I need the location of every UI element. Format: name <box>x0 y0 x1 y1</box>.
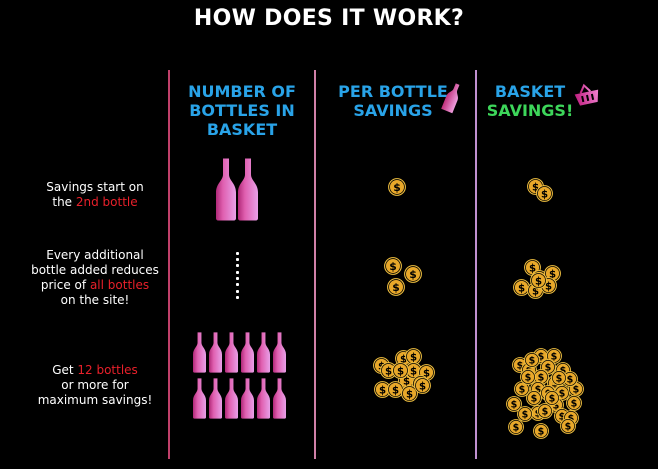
dollar-coin-icon <box>524 352 540 368</box>
row-label-line: the 2nd bottle <box>52 195 138 209</box>
bottle-icon <box>241 332 254 373</box>
column-divider-2 <box>314 70 316 459</box>
bottle-icon <box>257 332 270 373</box>
row-label-line: price of all bottles <box>40 278 150 292</box>
dollar-coin-icon <box>517 406 533 422</box>
dollar-coin-icon <box>530 272 547 289</box>
bottle-icon <box>193 378 206 419</box>
row-label-line: bottle added reduces <box>31 263 159 277</box>
ellipsis-dots <box>236 252 240 302</box>
dollar-coin-icon <box>414 377 431 394</box>
column-header-line: BOTTLES IN <box>189 101 295 120</box>
dollar-coin-icon <box>544 390 560 406</box>
column-header-bottles: NUMBER OF BOTTLES IN BASKET <box>170 82 314 139</box>
dollar-coin-icon <box>392 362 409 379</box>
bottle-icon <box>225 378 238 419</box>
column-header-line: SAVINGS! <box>486 101 574 120</box>
bottle-icon <box>225 332 238 373</box>
bottle-icon <box>273 332 286 373</box>
row-label-2: Every additional bottle added reduces pr… <box>10 248 180 308</box>
row-label-line: on the site! <box>60 293 130 307</box>
column-header-basket: BASKET SAVINGS! <box>480 82 580 120</box>
row-label-line: or more for <box>61 378 129 392</box>
row-label-3: Get 12 bottles or more for maximum savin… <box>10 363 180 408</box>
column-header-line: PER BOTTLE <box>338 82 448 101</box>
row-label-line: Savings start on <box>46 180 144 194</box>
bottle-icon <box>257 378 270 419</box>
dollar-coin-icon <box>551 370 567 386</box>
column-header-per-bottle: PER BOTTLE SAVINGS <box>330 82 456 120</box>
bottle-icon <box>193 332 206 373</box>
page-title: HOW DOES IT WORK? <box>193 6 465 31</box>
dollar-coin-icon <box>384 257 402 275</box>
dollar-coin-icon <box>387 278 405 296</box>
column-header-line: BASKET <box>206 120 278 139</box>
dollar-coin-icon <box>388 178 406 196</box>
row-label-line: maximum savings! <box>37 393 153 407</box>
column-divider-3 <box>475 70 477 459</box>
bottle-icon <box>441 83 460 114</box>
dollar-coin-icon <box>536 185 553 202</box>
row-label-1: Savings start on the 2nd bottle <box>10 180 180 210</box>
bottle-icon <box>238 158 258 221</box>
column-header-line: BASKET <box>494 82 566 101</box>
bottle-icon <box>209 378 222 419</box>
bottle-group-12 <box>193 332 291 420</box>
highlight-text: all bottles <box>89 278 150 292</box>
column-divider-1 <box>168 70 170 459</box>
row-label-line: Get 12 bottles <box>52 363 138 377</box>
bottle-icon <box>209 332 222 373</box>
basket-icon <box>574 83 599 106</box>
column-header-line: SAVINGS <box>353 101 433 120</box>
dollar-coin-icon <box>560 418 576 434</box>
bottle-icon <box>241 378 254 419</box>
highlight-text: 2nd bottle <box>75 195 138 209</box>
bottle-icon <box>273 378 286 419</box>
dollar-coin-icon <box>533 423 549 439</box>
dollar-coin-icon <box>404 265 422 283</box>
dollar-coin-icon <box>520 369 536 385</box>
row-label-line: Every additional <box>46 248 144 262</box>
bottle-icon <box>216 158 236 221</box>
highlight-text: 12 bottles <box>77 363 138 377</box>
column-header-line: NUMBER OF <box>188 82 296 101</box>
